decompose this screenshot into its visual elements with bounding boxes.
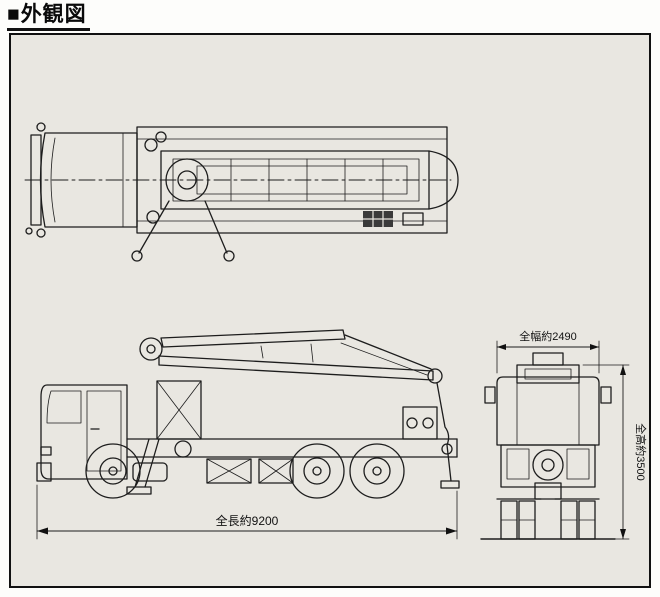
outrigger-foot [223,250,235,262]
body-lower [500,444,596,488]
drawing-root: 全長約9200 [24,122,648,540]
boom-arm-upper [160,329,346,348]
rim [99,457,127,485]
front-bumper-side [36,462,52,482]
rear-view [480,352,616,540]
pump-cylinder [174,440,192,458]
boom-link-arm [340,342,428,376]
deck-outline [136,126,448,234]
arrow-left-icon [497,344,506,350]
toolbox-brace [258,458,294,484]
turret-hub [177,170,197,190]
side-view [36,329,460,499]
pipe-elbow [441,443,453,455]
boom-link [260,345,264,359]
page-title: ■外観図 [7,3,90,32]
hub [372,466,382,476]
hub [108,466,118,476]
pump-housing [402,406,438,440]
boom-pedestal [156,380,202,440]
mirror-left [36,122,46,132]
top-view [24,122,459,262]
mirror-left-rear [484,386,496,404]
headlight [40,446,52,456]
pump-outlet [532,449,564,481]
height-dimension: 全高約3500 [582,364,648,540]
boom-link-arm [344,334,432,370]
boom-outer [160,150,430,210]
tow-hook [25,227,33,235]
cab-door [86,390,122,472]
side-panel [506,448,530,480]
side-panel [566,448,590,480]
cab-plan-outline [39,132,138,228]
hub [312,466,322,476]
toolbox-1 [206,458,252,484]
toolbox-brace [206,458,252,484]
drawing-canvas: 全長約9200 [24,122,648,540]
outrigger-foot [131,250,143,262]
boom-rest [532,352,564,366]
mirror-right-rear [600,386,612,404]
tire [289,443,345,499]
arrow-left-icon [37,527,48,535]
length-dimension: 全長約9200 [36,484,458,540]
tire [349,443,405,499]
overall-height-label: 全高約3500 [634,423,648,480]
rim [363,457,391,485]
cab-side-outline [40,384,128,480]
fuel-tank [132,462,168,482]
pedestal-brace [156,380,202,440]
front-outrigger-leg [144,438,160,488]
pump-port [406,417,418,429]
hose-reel [144,138,158,152]
rim [303,457,331,485]
arrow-down-icon [620,529,626,539]
rear-outrigger-foot [440,480,460,489]
body-upper [496,376,600,446]
boom-link [310,343,314,363]
boom-inner-1 [172,158,420,202]
title-bullet-icon: ■ [7,3,21,26]
windshield-curve [50,137,56,223]
toolbox-2 [258,458,294,484]
outrigger-leg [204,200,228,254]
boom-cross-inner [524,368,572,380]
delivery-pipe [436,382,452,482]
boom-head-pulley [139,337,163,361]
turret-circle [165,158,209,202]
arrow-up-icon [620,365,626,375]
drawing-frame: 全長約9200 [9,33,651,588]
boom-tip-cap [428,150,459,210]
arrow-right-icon [446,527,457,535]
pump-outlet-hub [541,458,555,472]
width-dimension: 全幅約2490 [496,329,600,374]
title-text: 外観図 [20,3,87,26]
boom-cross-section [516,364,580,384]
boom-arm-lower [158,355,434,381]
rear-wheel-2 [349,443,405,499]
cab-window [46,390,82,424]
hose-reel [155,131,167,143]
arrow-right-icon [590,344,599,350]
pump-port [422,417,434,429]
rear-box-plan [402,212,424,226]
rear-wheel-1 [289,443,345,499]
boom-head-pin [146,344,156,354]
overall-width-label: 全幅約2490 [519,329,576,343]
hitch-box [534,482,562,500]
overall-length-label: 全長約9200 [216,513,279,528]
outrigger-leg [138,200,170,254]
hose-reel [146,210,160,224]
front-outrigger-leg [134,438,150,488]
front-outrigger-foot [126,486,152,495]
boom-inner-2 [196,165,408,195]
articulation-joint [427,368,443,384]
mirror-right [36,228,46,238]
